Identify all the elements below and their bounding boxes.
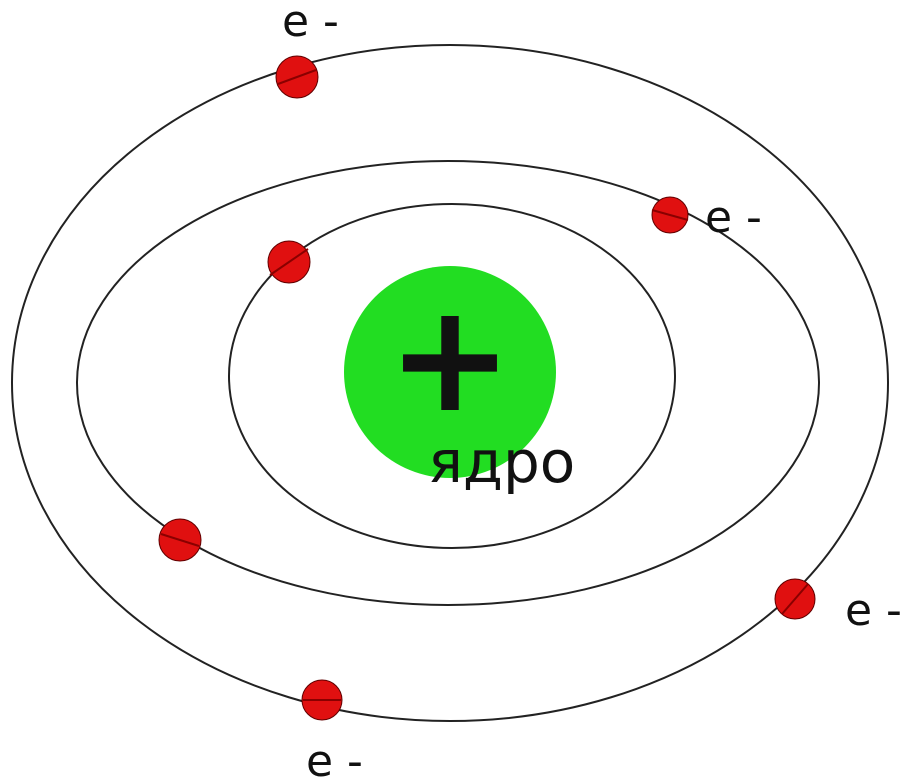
electron [268,241,310,283]
nucleus-label: ядро [428,428,575,496]
electron-label: e - [306,736,363,781]
electron [159,519,201,561]
electron [775,579,815,619]
electron-label: e - [845,585,902,636]
nucleus-plus-sign: + [387,272,513,446]
electron [652,197,688,233]
electron-label: e - [705,192,762,243]
electron [276,56,318,98]
electron [302,680,342,720]
electron-label: e - [282,0,339,47]
